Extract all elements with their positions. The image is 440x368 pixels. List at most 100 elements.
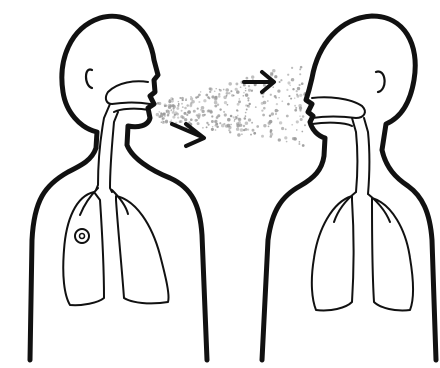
droplet <box>230 115 233 118</box>
droplet <box>177 116 179 118</box>
droplet <box>211 120 214 123</box>
droplet <box>248 89 251 92</box>
droplet <box>208 109 211 112</box>
droplet <box>269 115 271 117</box>
droplet <box>251 90 253 92</box>
droplet <box>236 128 239 131</box>
droplet <box>236 109 238 111</box>
droplet <box>276 103 278 105</box>
droplet <box>291 67 293 69</box>
droplet <box>255 106 257 108</box>
droplet <box>274 95 277 98</box>
droplet <box>245 115 247 117</box>
droplet <box>212 126 213 127</box>
droplet <box>214 101 218 105</box>
droplet <box>296 120 299 123</box>
droplet <box>243 95 245 97</box>
droplet <box>173 105 176 108</box>
droplet <box>190 118 193 121</box>
recipient-trachea <box>352 118 370 194</box>
droplet <box>182 106 184 108</box>
droplet <box>176 107 179 110</box>
droplet <box>291 79 292 80</box>
droplet <box>179 97 181 99</box>
droplet <box>211 115 213 117</box>
droplet <box>205 94 208 97</box>
droplet <box>304 124 306 126</box>
droplet <box>214 121 216 123</box>
droplet <box>181 110 183 112</box>
droplet <box>278 97 279 98</box>
recipient-person <box>262 16 436 360</box>
droplet <box>201 110 204 113</box>
arrow-down-right-icon <box>172 124 204 146</box>
droplet <box>270 129 273 132</box>
droplet <box>244 117 247 120</box>
droplet <box>191 100 194 103</box>
droplet <box>262 96 264 98</box>
source-lung-right <box>116 196 169 303</box>
droplet <box>214 98 218 102</box>
droplet <box>219 108 221 110</box>
droplet <box>301 82 304 85</box>
droplet <box>253 132 256 135</box>
droplet <box>174 114 176 116</box>
droplet <box>294 109 297 112</box>
droplet <box>299 73 301 75</box>
droplet <box>274 75 277 78</box>
droplet <box>299 141 301 143</box>
droplet <box>237 133 240 136</box>
droplet <box>261 102 264 105</box>
recipient-lung-right <box>372 198 413 311</box>
droplet <box>290 98 292 100</box>
droplet <box>176 113 179 116</box>
lung-lesion-marker <box>75 229 89 243</box>
droplet <box>214 124 216 126</box>
droplet <box>272 69 275 72</box>
droplet <box>158 111 160 113</box>
droplet <box>267 100 269 102</box>
droplet <box>172 116 175 119</box>
source-trachea <box>96 104 118 192</box>
droplet <box>228 82 231 85</box>
droplet <box>300 118 303 121</box>
droplet <box>247 100 249 102</box>
droplet <box>301 131 303 133</box>
droplet <box>230 90 232 92</box>
droplet <box>178 101 180 103</box>
droplet <box>211 128 214 131</box>
droplet <box>221 124 225 128</box>
droplet <box>161 113 162 114</box>
droplet <box>295 107 297 109</box>
droplet <box>201 106 205 110</box>
droplet <box>299 94 302 97</box>
droplet <box>245 104 247 106</box>
droplet <box>209 87 212 90</box>
droplet <box>215 129 217 131</box>
droplet <box>234 119 236 121</box>
droplet <box>292 137 295 140</box>
arrow-right-icon <box>244 72 274 92</box>
droplet <box>170 110 172 112</box>
droplet <box>241 133 243 135</box>
droplet <box>236 124 239 127</box>
recipient-bronchi <box>334 192 390 222</box>
droplet <box>243 84 246 87</box>
droplet <box>227 118 231 122</box>
droplet <box>156 113 159 116</box>
droplet <box>281 127 284 130</box>
droplet <box>193 110 196 113</box>
source-person <box>30 16 207 360</box>
droplet <box>166 111 168 113</box>
droplet <box>245 121 248 124</box>
droplet <box>172 111 175 114</box>
droplet <box>215 88 216 89</box>
droplet <box>237 103 240 106</box>
recipient-lung-left <box>312 196 354 311</box>
droplet <box>167 114 170 117</box>
droplet <box>256 125 259 128</box>
droplet <box>164 105 166 107</box>
droplet <box>239 98 241 100</box>
droplet <box>214 90 216 92</box>
